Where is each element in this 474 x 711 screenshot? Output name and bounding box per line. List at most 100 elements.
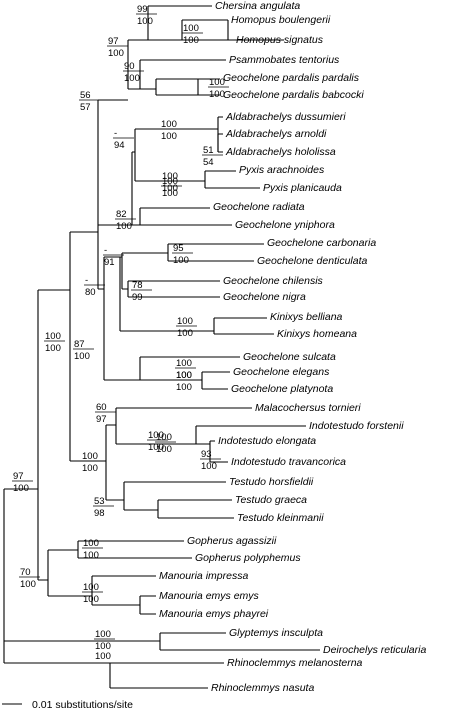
carbonaria-tips	[168, 243, 264, 262]
emydid-connector	[4, 633, 161, 650]
pardalis-tips	[156, 78, 220, 96]
kinixys-tips	[214, 317, 274, 335]
taxon-label: Pyxis planicauda	[263, 182, 342, 194]
taxon-label: Homopus signatus	[236, 34, 324, 46]
support-bottom-value: 80	[85, 287, 96, 298]
support-value: 100	[95, 651, 111, 662]
ingroup-connector	[4, 290, 39, 580]
taxon-label: Geochelone denticulata	[257, 255, 367, 267]
support-top-value: -	[114, 128, 117, 139]
support-top-value: 56	[80, 90, 91, 101]
core-connector	[70, 100, 99, 289]
clade-b-connector	[98, 257, 105, 380]
indo-inner-connector	[196, 441, 211, 462]
support-bottom-value: 57	[80, 102, 91, 113]
support-bottom-value: 100	[20, 579, 36, 590]
tree-branches	[3, 5, 320, 689]
support-bottom-value: 100	[83, 594, 99, 605]
taxon-label: Geochelone nigra	[223, 291, 306, 303]
taxon-label: Aldabrachelys dussumieri	[225, 111, 346, 123]
malaco-indo-connector	[106, 408, 117, 444]
chersina-branch	[128, 5, 212, 41]
pyxis-tips	[205, 170, 260, 189]
support-bottom-value: 100	[95, 641, 111, 652]
testudo-connector	[106, 482, 125, 510]
taxon-label: Pyxis arachnoides	[239, 164, 325, 176]
taxon-label: Geochelone yniphora	[235, 219, 335, 231]
support-top-value: 93	[201, 449, 212, 460]
rhinoclemmys-connector	[4, 662, 111, 688]
support-bottom-value: 100	[124, 73, 140, 84]
support-bottom-value: 100	[173, 255, 189, 266]
support-bottom-value: 100	[108, 48, 124, 59]
support-top-value: 60	[96, 402, 107, 413]
psammobates-connector	[128, 60, 141, 90]
testudinid-stem	[38, 232, 71, 461]
taxon-label: Indotestudo travancorica	[231, 456, 346, 468]
graeca-connector	[124, 500, 159, 518]
support-bottom-value: 100	[162, 188, 178, 199]
support-bottom-value: 100	[137, 16, 153, 27]
indotestudo-connector	[116, 426, 197, 445]
support-top-value: 100	[148, 430, 164, 441]
support-top-value: 100	[177, 316, 193, 327]
support-bottom-value: 100	[209, 89, 225, 100]
support-value: -80	[84, 275, 105, 298]
taxon-label: Aldabrachelys arnoldi	[225, 128, 327, 140]
taxon-label: Kinixys belliana	[270, 311, 343, 323]
taxon-label: Testudo graeca	[235, 494, 307, 506]
support-bottom-value: 100	[176, 382, 192, 393]
taxon-label: Manouria emys phayrei	[159, 608, 269, 620]
emydid-tips	[160, 632, 320, 651]
support-value: -94	[113, 128, 134, 151]
support-bottom-value: 94	[114, 140, 125, 151]
support-top-value: 100	[156, 432, 172, 443]
support-bottom-value: 54	[203, 157, 214, 168]
chilensis-connector	[122, 281, 129, 297]
homopus-branch	[148, 19, 229, 41]
support-bottom-value: 100	[45, 343, 61, 354]
taxon-label: Chersina angulata	[215, 0, 300, 12]
support-bottom-value: 100	[162, 183, 178, 194]
gopherus-connector	[48, 541, 79, 558]
emys-connector	[92, 596, 141, 614]
support-top-value: 70	[20, 567, 31, 578]
support-top-value: 53	[94, 496, 105, 507]
radiata-connector	[132, 208, 141, 226]
kinixys-connector	[120, 318, 215, 334]
support-top-value: 82	[116, 209, 127, 220]
support-top-value: -	[85, 275, 88, 286]
support-top-value: 100	[176, 358, 192, 369]
taxon-label: Geochelone carbonaria	[267, 237, 376, 249]
taxon-label: Gopherus agassizii	[187, 535, 277, 547]
taxon-label: Geochelone pardalis babcocki	[223, 89, 364, 101]
taxon-label: Manouria impressa	[159, 570, 248, 582]
taxon-label: Aldabrachelys hololissa	[225, 146, 336, 158]
homopus-tips	[181, 20, 284, 41]
taxon-label: Geochelone pardalis pardalis	[223, 72, 360, 84]
support-top-value: 87	[74, 339, 85, 350]
scale-bar: 0.01 substitutions/site	[2, 699, 133, 711]
aldabrachelys-tips	[217, 116, 223, 153]
support-bottom-value: 100	[83, 550, 99, 561]
taxon-label: Deirochelys reticularia	[323, 644, 426, 656]
support-top-value: 100	[183, 23, 199, 34]
